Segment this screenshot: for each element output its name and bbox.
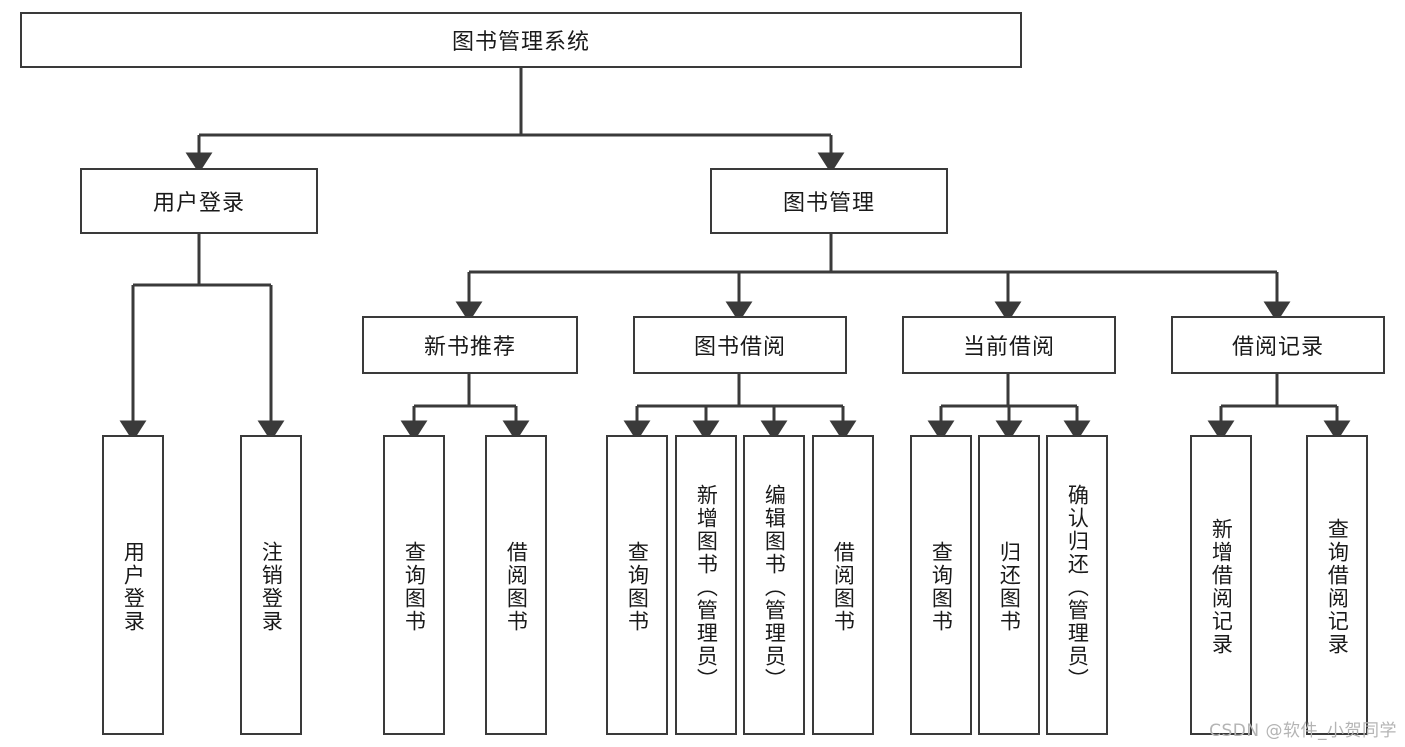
- node-label: 查询借阅记录: [1325, 518, 1350, 656]
- node-label: 借阅记录: [1231, 335, 1324, 360]
- node-label: 新增借阅记录: [1209, 518, 1234, 656]
- csdn-watermark: CSDN @软件_小贺同学: [1209, 721, 1397, 741]
- node-label: 确认归还（管理员）: [1065, 483, 1090, 691]
- node-leaf-add-book[interactable]: 新增图书（管理员）: [675, 435, 737, 735]
- node-user-login[interactable]: 用户登录: [80, 168, 318, 234]
- node-label: 用户登录: [152, 191, 245, 216]
- node-leaf-logout-login[interactable]: 注销登录: [240, 435, 302, 735]
- node-label: 注销登录: [259, 541, 284, 633]
- node-label: 图书管理: [782, 191, 875, 216]
- node-leaf-borrow-books-2[interactable]: 借阅图书: [812, 435, 874, 735]
- node-label: 新书推荐: [423, 335, 516, 360]
- node-leaf-confirm-return[interactable]: 确认归还（管理员）: [1046, 435, 1108, 735]
- node-label: 当前借阅: [962, 335, 1055, 360]
- node-book-borrow[interactable]: 图书借阅: [633, 316, 847, 374]
- node-label: 查询图书: [625, 541, 650, 633]
- node-label: 用户登录: [121, 541, 146, 633]
- node-leaf-edit-book[interactable]: 编辑图书（管理员）: [743, 435, 805, 735]
- node-label: 编辑图书（管理员）: [762, 483, 787, 691]
- node-label: 图书管理系统: [451, 30, 590, 55]
- node-current-borrow[interactable]: 当前借阅: [902, 316, 1116, 374]
- node-new-book-recommend[interactable]: 新书推荐: [362, 316, 578, 374]
- node-borrow-record[interactable]: 借阅记录: [1171, 316, 1385, 374]
- node-leaf-query-books-2[interactable]: 查询图书: [606, 435, 668, 735]
- node-label: 查询图书: [929, 541, 954, 633]
- node-label: 新增图书（管理员）: [694, 483, 719, 691]
- node-label: 归还图书: [997, 541, 1022, 633]
- node-leaf-query-borrow-record[interactable]: 查询借阅记录: [1306, 435, 1368, 735]
- node-book-management-system[interactable]: 图书管理系统: [20, 12, 1022, 68]
- node-leaf-borrow-books-1[interactable]: 借阅图书: [485, 435, 547, 735]
- node-leaf-add-borrow-record[interactable]: 新增借阅记录: [1190, 435, 1252, 735]
- node-label: 查询图书: [402, 541, 427, 633]
- node-label: 图书借阅: [693, 335, 786, 360]
- node-label: 借阅图书: [504, 541, 529, 633]
- node-book-management[interactable]: 图书管理: [710, 168, 948, 234]
- node-leaf-user-login[interactable]: 用户登录: [102, 435, 164, 735]
- node-leaf-query-books-3[interactable]: 查询图书: [910, 435, 972, 735]
- node-leaf-return-book[interactable]: 归还图书: [978, 435, 1040, 735]
- node-leaf-query-books-1[interactable]: 查询图书: [383, 435, 445, 735]
- node-label: 借阅图书: [831, 541, 856, 633]
